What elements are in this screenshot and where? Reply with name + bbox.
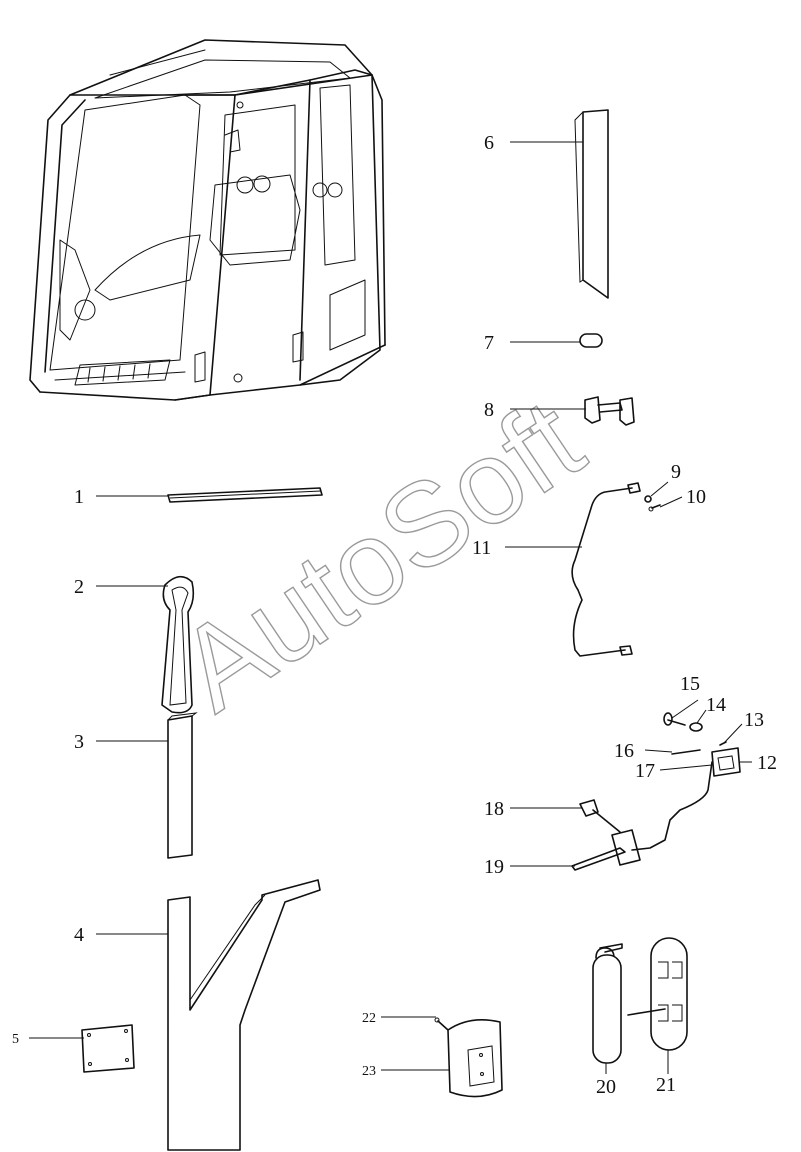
callout-20: 20 — [596, 1076, 616, 1098]
callout-1: 1 — [74, 486, 84, 508]
part-9-nut — [644, 495, 652, 503]
part-15-bolt — [663, 712, 686, 726]
callout-4: 4 — [74, 924, 84, 946]
part-12-latch-plate — [711, 747, 741, 777]
leader-lines — [29, 141, 752, 1074]
callout-19: 19 — [484, 856, 504, 878]
part-20-extinguisher — [592, 943, 623, 1064]
part-19-lever — [571, 829, 641, 871]
part-8-handle — [584, 396, 635, 426]
callout-12: 12 — [757, 752, 777, 774]
callout-3: 3 — [74, 731, 84, 753]
part-18-bolt — [579, 799, 621, 833]
callout-labels: 1 2 3 4 5 6 7 8 9 10 11 12 13 14 15 16 1… — [12, 132, 777, 1098]
callout-22: 22 — [362, 1011, 376, 1026]
cab-assembly-drawing — [29, 39, 386, 401]
callout-6: 6 — [484, 132, 494, 154]
part-4-panel — [167, 879, 321, 1151]
part-23-clamp — [447, 1019, 503, 1098]
part-3-pad — [167, 712, 198, 859]
callout-13: 13 — [744, 709, 764, 731]
callout-11: 11 — [472, 537, 491, 559]
part-21-bracket — [627, 937, 688, 1051]
callout-2: 2 — [74, 576, 84, 598]
callout-17: 17 — [635, 760, 655, 782]
callout-23: 23 — [362, 1064, 376, 1079]
part-16-pin — [671, 749, 701, 755]
callout-15: 15 — [680, 673, 700, 695]
callout-18: 18 — [484, 798, 504, 820]
part-7-grommet — [579, 333, 603, 348]
callout-21: 21 — [656, 1074, 676, 1096]
callout-7: 7 — [484, 332, 494, 354]
callout-10: 10 — [686, 486, 706, 508]
callout-16: 16 — [614, 740, 634, 762]
callout-8: 8 — [484, 399, 494, 421]
part-1-strip — [167, 487, 323, 503]
part-11-rod — [571, 482, 641, 657]
callout-9: 9 — [671, 461, 681, 483]
part-2-trim — [161, 575, 195, 714]
part-10-screw — [648, 504, 661, 512]
part-5-plate — [81, 1024, 135, 1073]
callout-14: 14 — [706, 694, 726, 716]
watermark-text: AutoSoft — [156, 374, 605, 737]
part-6-angle-panel — [574, 109, 609, 299]
part-22-screw — [434, 1017, 449, 1031]
part-17-cable — [631, 761, 713, 851]
callout-5: 5 — [12, 1032, 19, 1047]
part-14-washer — [689, 722, 703, 732]
